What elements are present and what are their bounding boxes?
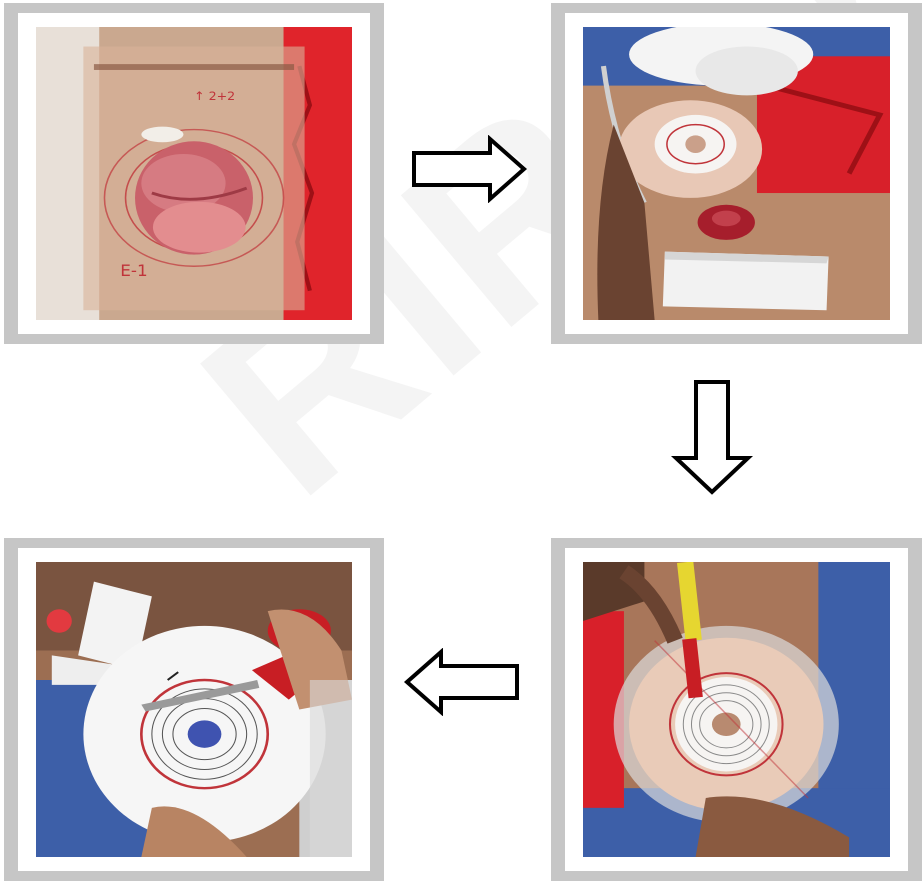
arrow-right-icon xyxy=(410,135,528,203)
photo-barrier-marking xyxy=(583,562,890,857)
photo-barrier-cutting xyxy=(36,562,352,857)
photo-frame-1: E-1 ↑ 2+2 xyxy=(4,3,384,344)
arrow-left-icon xyxy=(403,648,521,716)
photo-barrier-fitting xyxy=(583,27,890,320)
svg-text:↑ 2+2: ↑ 2+2 xyxy=(194,90,235,103)
photo-frame-2 xyxy=(551,3,922,344)
arrow-down-icon xyxy=(670,378,754,496)
svg-text:E-1: E-1 xyxy=(120,262,147,280)
photo-frame-4 xyxy=(4,538,384,881)
photo-stoma-tracing: E-1 ↑ 2+2 xyxy=(36,27,352,320)
photo-frame-3 xyxy=(551,538,922,881)
